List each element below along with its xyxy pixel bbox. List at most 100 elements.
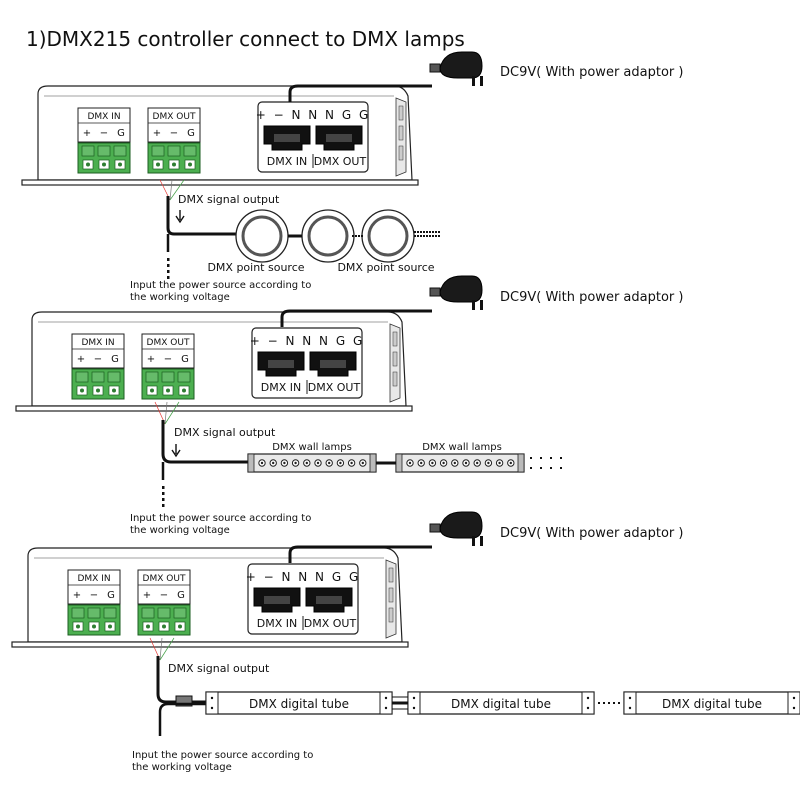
led-center [305, 461, 308, 465]
endcap-screw [628, 696, 632, 700]
power-note-line1: Input the power source according to [132, 750, 313, 761]
cord-plug [429, 523, 441, 533]
led-center [498, 461, 501, 465]
led-center [487, 461, 490, 465]
side-vent [388, 607, 394, 623]
side-vent [388, 587, 394, 603]
led-center [294, 461, 297, 465]
terminal-pin-label: + [77, 354, 85, 365]
rj45-out-label: DMX OUT [314, 155, 367, 168]
continuation-dot [429, 231, 431, 233]
continuation-dot [420, 235, 422, 237]
terminal-screw-slot [75, 371, 89, 383]
terminal-pin [150, 388, 154, 393]
rj45-out-label: DMX OUT [304, 617, 357, 630]
side-vent [388, 567, 394, 583]
rj45-pin-labels: + − N N N G G [250, 334, 365, 348]
continuation-dot [355, 235, 357, 237]
signal-wire [164, 401, 180, 425]
led-center [260, 461, 264, 465]
continuation-dot [162, 486, 165, 489]
side-vent [398, 105, 404, 121]
terminal-screw-slot [107, 371, 121, 383]
adaptor-label: DC9V( With power adaptor ) [500, 290, 683, 305]
continuation-dot [167, 258, 170, 261]
endcap-screw [586, 696, 590, 700]
led-center [361, 461, 364, 465]
terminal-screw-slot [145, 371, 159, 383]
rj45-in-label: DMX IN [267, 155, 307, 168]
continuation-dot [560, 457, 562, 459]
terminal-screw-slot [151, 145, 165, 157]
signal-wire [164, 401, 168, 425]
continuation-dot [167, 264, 170, 267]
terminal-pin-label: − [100, 128, 108, 139]
terminal-pin-label: G [181, 354, 189, 365]
continuation-dot [417, 235, 419, 237]
continuation-dot [438, 235, 440, 237]
cord-plug [429, 287, 441, 297]
adaptor-prong [480, 300, 483, 310]
continuation-dot [423, 231, 425, 233]
side-vent [392, 371, 398, 387]
led-center [408, 461, 412, 465]
controller-base-plate [11, 641, 409, 648]
terminal-pin [146, 624, 150, 629]
led-center [476, 461, 479, 465]
terminal-title: DMX IN [77, 574, 110, 584]
terminal-label-box [67, 569, 121, 605]
continuation-dot [435, 235, 437, 237]
rj45-jack-inner [268, 360, 294, 368]
terminal-screw-slot [87, 607, 101, 619]
terminal-pin [178, 624, 182, 629]
tube-endcap [379, 691, 393, 715]
continuation-dot [438, 231, 440, 233]
adaptor-label: DC9V( With power adaptor ) [500, 65, 683, 80]
terminal-screw-slot [167, 145, 181, 157]
power-cord [280, 309, 432, 327]
terminal-pin-label: + [147, 354, 155, 365]
signal-wire [169, 179, 185, 201]
terminal-pin-label: G [107, 590, 115, 601]
terminal-pin [188, 162, 192, 167]
terminal-title: DMX OUT [153, 112, 196, 122]
power-cable-branch [158, 702, 206, 713]
continuation-dot [603, 702, 605, 704]
continuation-dot [429, 235, 431, 237]
terminal-label-box [137, 569, 191, 605]
continuation-dot [598, 702, 600, 704]
controller-base-plate [15, 405, 413, 412]
terminal-pin-label: − [90, 590, 98, 601]
endcap-screw [586, 706, 590, 710]
adaptor-prong [480, 76, 483, 86]
tube-endcap [407, 691, 421, 715]
terminal-title: DMX IN [81, 338, 114, 348]
continuation-dot [420, 231, 422, 233]
wall-lamp-endcap [395, 453, 403, 473]
led-center [431, 461, 434, 465]
controller-base-plate [21, 179, 419, 186]
terminal-screw-slot [177, 371, 191, 383]
endcap-screw [210, 696, 214, 700]
endcap-screw [628, 706, 632, 710]
lamp-label: DMX wall lamps [422, 442, 502, 453]
side-vent [392, 351, 398, 367]
rj45-panel [247, 563, 359, 635]
terminal-pin-label: + [83, 128, 91, 139]
terminal-screw-slot [103, 607, 117, 619]
wall-lamp-endcap [247, 453, 255, 473]
led-center [464, 461, 468, 465]
rj45-pin-labels: + − N N N G G [246, 570, 361, 584]
led-center [350, 461, 353, 465]
terminal-screw-slot [113, 145, 127, 157]
adaptor-prong [480, 536, 483, 546]
signal-wire [159, 637, 175, 661]
wall-lamp-icon [395, 453, 525, 473]
terminal-label-box [71, 333, 125, 369]
terminal-title: DMX OUT [147, 338, 190, 348]
dmx-signal-cable [156, 656, 206, 704]
terminal-screw-slot [97, 145, 111, 157]
